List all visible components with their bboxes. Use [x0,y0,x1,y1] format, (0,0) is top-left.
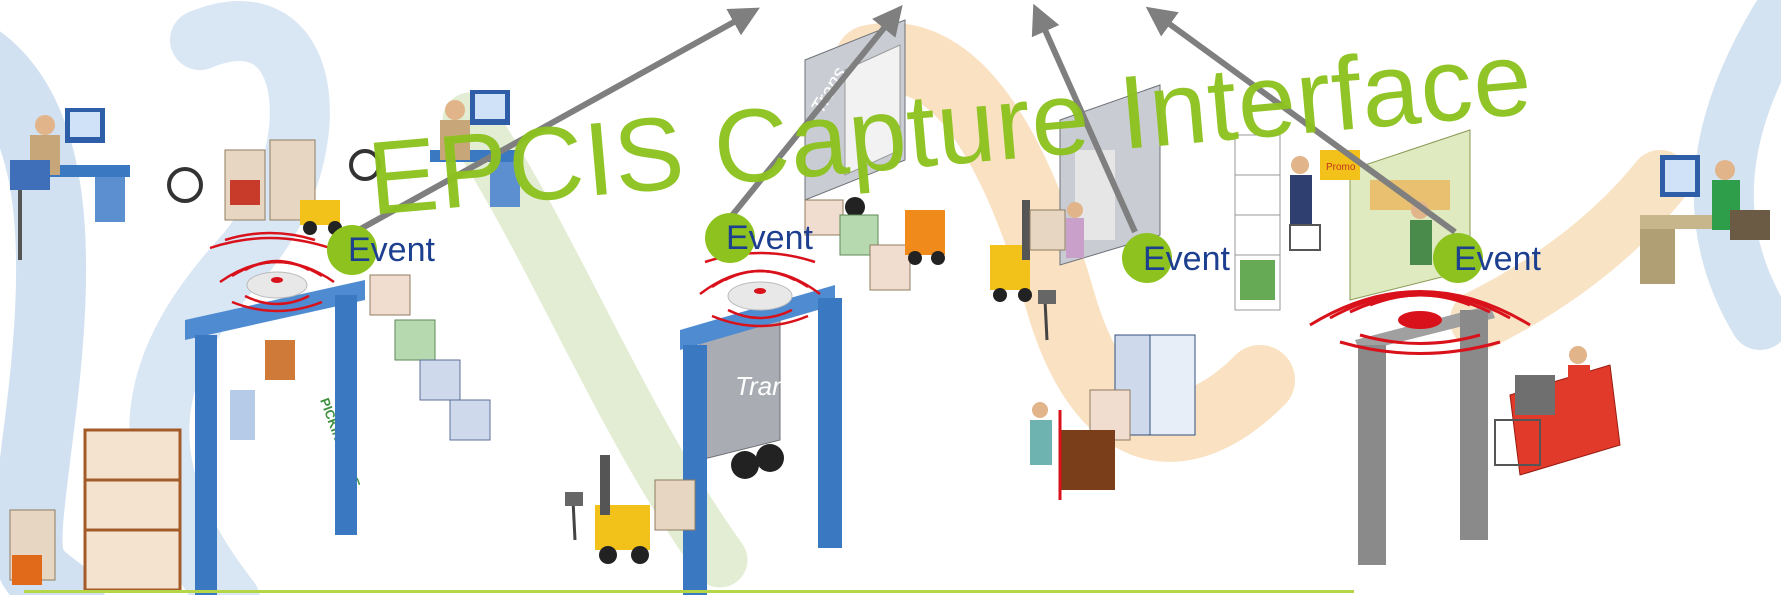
event-arrows [353,3,1457,235]
forklift-icon [990,200,1066,302]
bottom-divider [24,590,1354,593]
orange-swirl [1450,150,1690,350]
warehouse-scene: PICKING ZONE [9,139,491,592]
shopper-icon [1289,156,1432,265]
rf-waves [1309,290,1531,355]
event-dot [1122,233,1172,283]
store-backroom-scene [990,84,1196,500]
forklift-icon [300,200,342,235]
capture-arrow [1031,3,1138,234]
capture-arrow [727,5,903,220]
capture-arrow [1145,6,1457,235]
forklift-icon [595,455,696,564]
forklift-icon [905,210,945,265]
event-label-backroom: Event [1143,240,1230,278]
event-dot [1433,233,1483,283]
event-label-warehouse: Event [348,231,435,269]
capture-arrow [353,7,760,235]
event-markers [327,213,1483,283]
event-label-dock: Event [726,219,813,257]
event-dot [327,225,377,275]
handheld-scanner-icon [1038,290,1056,341]
dock-scene: Trans [804,19,945,291]
event-dot [705,213,755,263]
svg-text:Tran: Tran [735,371,787,401]
checkout-counter-icon [1494,346,1621,476]
truck-icon: Tran [699,319,787,479]
rf-waves [209,231,335,313]
desk-worker-icon [10,108,130,260]
desk-worker-icon [1640,155,1770,284]
svg-text:Promo: Promo [1326,162,1356,173]
rfid-gate-icon [185,271,365,595]
handheld-scanner-icon [565,492,583,541]
event-label-checkout: Event [1454,240,1541,278]
